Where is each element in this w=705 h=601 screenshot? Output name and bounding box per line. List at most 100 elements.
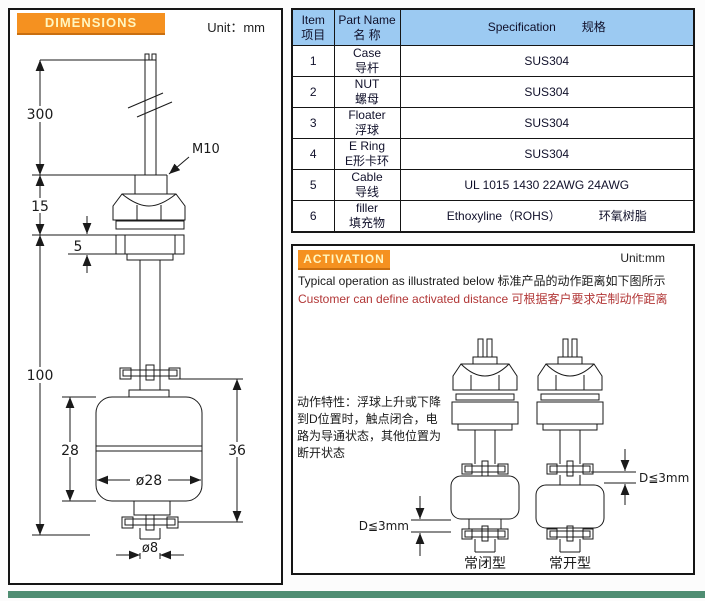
float-ball — [95, 389, 203, 516]
washer — [115, 220, 185, 230]
dim-float-span: 36 — [178, 378, 250, 523]
normally-open-switch-drawing — [535, 338, 605, 553]
spec-text: SUS304 — [524, 53, 570, 68]
activation-diagrams: D≦3mm D≦3mm 常闭型 常开型 — [359, 338, 689, 569]
spec-text: SUS304 — [524, 84, 570, 99]
activation-note-custom: Customer can define activated distance 可… — [298, 292, 668, 306]
cell-spec: Ethoxyline（ROHS） 环氧树脂 — [399, 200, 695, 233]
normally-closed-label: 常闭型 — [464, 556, 506, 569]
dimensions-title-badge: DIMENSIONS — [17, 13, 165, 35]
spec-text: SUS304 — [524, 146, 570, 161]
table-header-row: Item 项目 Part Name 名 称 Specification 规格 — [291, 8, 695, 46]
cell-item-no: 2 — [291, 76, 335, 108]
table-row: 3 Floater 浮球 SUS304 — [291, 107, 695, 139]
part-name-cn: 填充物 — [348, 216, 385, 230]
svg-text:D≦3mm: D≦3mm — [639, 471, 689, 485]
svg-text:28: 28 — [61, 443, 79, 459]
header-part-name: Part Name 名 称 — [333, 8, 401, 46]
cable — [127, 53, 173, 175]
lock-nut — [115, 234, 185, 255]
cell-item-no: 4 — [291, 138, 335, 170]
break-symbol — [127, 92, 164, 109]
float-switch-dimension-drawing: 300 M10 15 5 100 — [23, 53, 250, 560]
cell-part-name: NUT 螺母 — [333, 76, 401, 108]
cell-part-name: Case 导杆 — [333, 45, 401, 77]
dim-cable-length: 300 — [25, 59, 145, 176]
bottom-divider-bar — [8, 591, 705, 598]
thread-m10 — [134, 174, 168, 194]
spec-text-cn: 环氧树脂 — [598, 208, 647, 223]
cell-item-no: 1 — [291, 45, 335, 77]
cell-item-no: 5 — [291, 169, 335, 201]
spec-text: SUS304 — [524, 115, 570, 130]
part-name-cn: 浮球 — [354, 123, 379, 137]
part-name-cn: 螺母 — [354, 92, 379, 106]
cell-spec: SUS304 — [399, 45, 695, 77]
header-item-cn: 项目 — [301, 27, 326, 42]
dim-thread-spec: M10 — [168, 142, 220, 175]
cell-part-name: filler 填充物 — [333, 200, 401, 233]
activation-panel: D≦3mm D≦3mm 常闭型 常开型 ACTIVATION Unit:mm T… — [291, 244, 695, 575]
header-specification: Specification 规格 — [399, 8, 695, 46]
normally-open-label: 常开型 — [549, 556, 591, 569]
svg-text:15: 15 — [31, 199, 49, 215]
spec-text: UL 1015 1430 22AWG 24AWG — [464, 177, 630, 192]
dim-locknut-height: 5 — [68, 216, 116, 273]
cell-part-name: E Ring E形卡环 — [333, 138, 401, 170]
header-name-cn: 名 称 — [353, 27, 381, 42]
svg-text:ø8: ø8 — [142, 541, 158, 556]
cell-item-no: 3 — [291, 107, 335, 139]
upper-e-ring — [119, 364, 181, 381]
header-item: Item 项目 — [291, 8, 335, 46]
dim-stem-diameter: ø8 — [116, 540, 184, 560]
svg-text:D≦3mm: D≦3mm — [359, 519, 409, 533]
cell-item-no: 6 — [291, 200, 335, 233]
cell-spec: SUS304 — [399, 138, 695, 170]
table-row: 6 filler 填充物 Ethoxyline（ROHS） 环氧树脂 — [291, 200, 695, 233]
svg-text:5: 5 — [74, 239, 83, 255]
cell-spec: SUS304 — [399, 107, 695, 139]
part-name-en: filler — [355, 201, 378, 215]
cell-spec: UL 1015 1430 22AWG 24AWG — [399, 169, 695, 201]
part-name-en: E Ring — [348, 139, 386, 153]
table-row: 5 Cable 导线 UL 1015 1430 22AWG 24AWG — [291, 169, 695, 201]
dimensions-unit-label: Unit：mm — [207, 20, 265, 35]
header-spec-en: Specification — [487, 20, 556, 34]
cell-part-name: Cable 导线 — [333, 169, 401, 201]
normally-closed-switch-drawing — [450, 338, 520, 553]
activation-note-typical: Typical operation as illustrated below 标… — [298, 274, 666, 288]
lower-e-ring — [121, 514, 179, 531]
part-name-en: Case — [352, 46, 381, 60]
activation-behavior-description: 动作特性：浮球上升或下降到D位置时，触点闭合，电路为导通状态，其他位置为断开状态 — [297, 395, 442, 460]
part-name-cn: 导线 — [354, 185, 379, 199]
dim-stem-length: 100 — [23, 235, 90, 536]
dim-float-height: 28 — [57, 396, 96, 502]
cell-part-name: Floater 浮球 — [333, 107, 401, 139]
cell-spec: SUS304 — [399, 76, 695, 108]
stem — [139, 260, 161, 540]
dim-float-diameter: ø28 — [97, 473, 201, 489]
header-spec-cn: 规格 — [581, 20, 606, 34]
part-name-cn: 导杆 — [354, 61, 379, 75]
activation-title-badge: ACTIVATION — [298, 250, 390, 270]
table-row: 2 NUT 螺母 SUS304 — [291, 76, 695, 108]
svg-text:M10: M10 — [192, 142, 220, 157]
part-name-en: Cable — [351, 170, 383, 184]
header-name-en: Part Name — [338, 12, 396, 27]
dim-head-height: 15 — [29, 175, 116, 236]
part-name-en: NUT — [354, 77, 380, 91]
dim-activation-distance-right: D≦3mm — [591, 449, 689, 505]
float-ball — [535, 484, 605, 529]
svg-text:36: 36 — [228, 443, 246, 459]
svg-text:100: 100 — [27, 368, 54, 384]
dim-activation-distance-left: D≦3mm — [359, 496, 451, 556]
part-name-cn: E形卡环 — [344, 154, 389, 168]
float-ball — [450, 475, 520, 520]
activation-unit-label: Unit:mm — [620, 251, 665, 265]
header-item-en: Item — [301, 12, 325, 27]
spec-text: Ethoxyline（ROHS） — [446, 208, 561, 223]
hex-nut — [112, 193, 186, 221]
part-name-en: Floater — [348, 108, 386, 122]
svg-text:ø28: ø28 — [136, 473, 162, 489]
